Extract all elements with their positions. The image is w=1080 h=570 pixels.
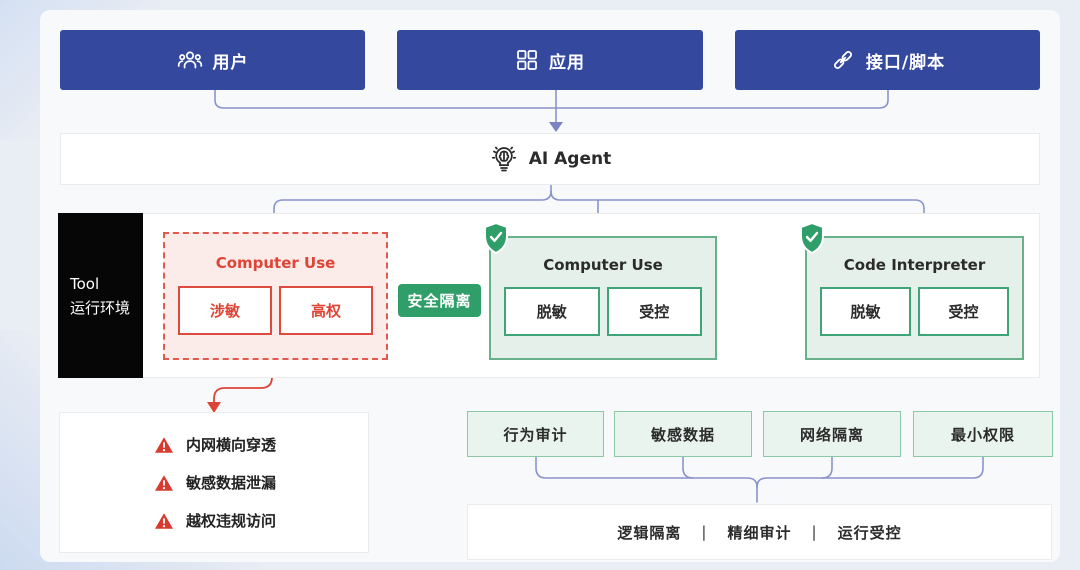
risk-item-label: 敏感数据泄漏 [186,474,277,492]
summary-item: 精细审计 [727,523,792,542]
link-icon [830,47,856,73]
safe-tag-controlled: 受控 [606,287,702,336]
control-box-sensitive-data: 敏感数据 [614,411,752,457]
warning-triangle-icon [155,474,173,491]
control-label: 最小权限 [950,425,1015,444]
risk-item: 越权违规访问 [154,510,368,531]
risky-computer-use-box: Computer Use 涉敏 高权 [163,232,388,360]
safe-tag-desensitized: 脱敏 [504,287,600,336]
shield-check-icon [484,221,508,255]
risk-item-label: 越权违规访问 [186,512,277,530]
security-isolation-label: 安全隔离 [407,292,472,310]
safe-box-title: Code Interpreter [843,256,986,274]
warning-triangle-icon [155,436,173,453]
tool-env-line2: 运行环境 [70,298,131,317]
risk-item: 敏感数据泄漏 [154,472,368,493]
risk-item: 内网横向穿透 [154,434,368,455]
security-isolation-badge: 安全隔离 [398,284,481,317]
shield-check-icon [800,221,824,255]
tool-env-label-box: Tool 运行环境 [58,213,143,378]
control-box-behavior-audit: 行为审计 [467,411,604,457]
ai-agent-bar: AI Agent [60,133,1040,185]
risky-box-title: Computer Use [215,254,336,272]
safe-box-title: Computer Use [543,256,663,274]
tool-env-line1: Tool [70,274,100,293]
summary-item: 逻辑隔离 [617,523,682,542]
summary-item: 运行受控 [837,523,902,542]
summary-strip: 逻辑隔离 | 精细审计 | 运行受控 [467,504,1052,560]
source-box-apps: 应用 [397,30,703,90]
risk-tag-privileged: 高权 [279,286,373,335]
source-box-api-script: 接口/脚本 [735,30,1040,90]
control-box-network-isolation: 网络隔离 [763,411,901,457]
code-interpreter-box: Code Interpreter 脱敏 受控 [805,236,1024,360]
summary-separator: | [701,523,708,541]
apps-grid-icon [515,48,539,72]
source-box-users: 用户 [60,30,365,90]
control-box-least-privilege: 最小权限 [913,411,1053,457]
source-label: 用户 [212,52,249,73]
warning-triangle-icon [155,512,173,529]
ai-agent-label: AI Agent [528,149,612,169]
users-icon [177,47,203,73]
source-label: 应用 [549,52,585,73]
control-label: 敏感数据 [650,425,715,444]
summary-separator: | [811,523,818,541]
safe-tag-controlled: 受控 [918,287,1009,336]
brain-bulb-icon [489,144,519,174]
control-label: 网络隔离 [799,425,864,444]
control-label: 行为审计 [503,425,568,444]
safe-computer-use-box: Computer Use 脱敏 受控 [489,236,717,360]
source-label: 接口/脚本 [865,52,946,73]
risk-list-box: 内网横向穿透 敏感数据泄漏 越权违规访问 [59,412,369,553]
safe-tag-desensitized: 脱敏 [820,287,911,336]
risk-item-label: 内网横向穿透 [186,436,277,454]
risk-tag-sensitive: 涉敏 [178,286,272,335]
